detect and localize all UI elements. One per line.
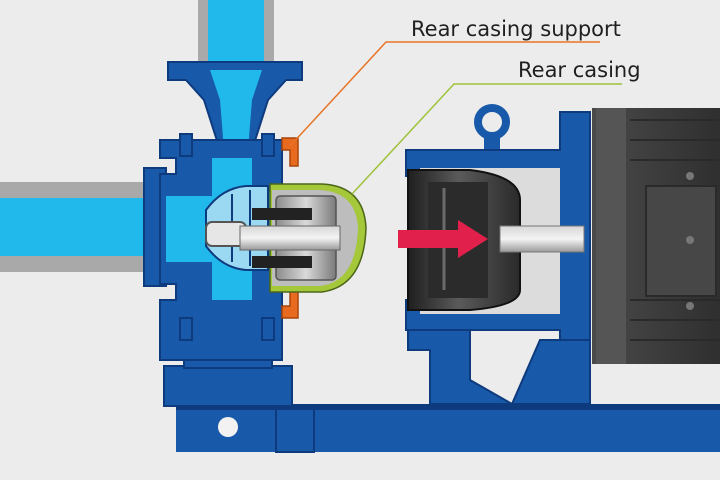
suction-pipe [0, 182, 160, 272]
casing-bolts [179, 133, 275, 341]
callout-rear-casing: Rear casing [351, 58, 641, 195]
motor-bracket [405, 104, 591, 405]
rear-casing [239, 183, 367, 293]
rear-casing-support [281, 137, 299, 319]
rear-casing-label: Rear casing [518, 58, 641, 82]
terminal-box [645, 185, 717, 297]
spindle [239, 225, 341, 251]
inner-magnet-lower [252, 256, 312, 268]
motor [592, 108, 720, 364]
callout-rear-casing-support: Rear casing support [289, 17, 621, 147]
force-arrow [398, 220, 488, 258]
base-bolt-hole [218, 417, 238, 437]
inner-magnet-upper [252, 208, 312, 220]
rear-casing-leader [351, 83, 622, 195]
rear-casing-support-leader [289, 41, 600, 147]
discharge-flow [208, 0, 264, 62]
rear-casing-support-label: Rear casing support [411, 17, 621, 41]
lifting-eye [474, 104, 510, 140]
suction-flow [0, 198, 160, 256]
motor-shaft [499, 225, 585, 253]
discharge-pipe [198, 0, 274, 62]
